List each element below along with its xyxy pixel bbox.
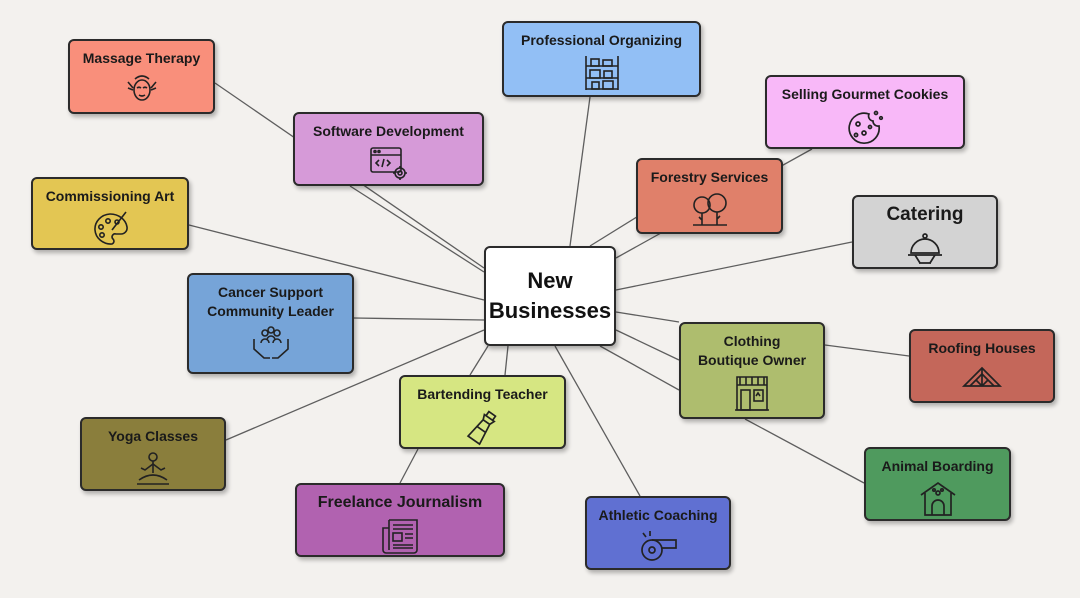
node-bartending-teacher[interactable]: Bartending Teacher [399, 375, 566, 449]
node-commissioning-art-label: Commissioning Art [45, 188, 175, 204]
connector-roofing [824, 344, 910, 357]
node-massage-therapy-label: Massage Therapy [82, 50, 201, 66]
node-yoga-classes-label: Yoga Classes [107, 428, 198, 444]
connector-bartending [469, 345, 489, 376]
node-software-development-label: Software Development [313, 123, 464, 139]
connectors [188, 82, 910, 497]
connector-extra [599, 345, 680, 391]
connector-software [349, 185, 485, 273]
connector-animal [744, 418, 865, 484]
center-node-label: New Businesses [488, 268, 612, 323]
node-roofing-houses[interactable]: Roofing Houses [909, 329, 1055, 403]
meditation-icon [137, 452, 169, 485]
connector-catering [615, 241, 853, 291]
node-roofing-houses-label: Roofing Houses [928, 340, 1036, 356]
node-selling-gourmet-cookies-label: Selling Gourmet Cookies [781, 86, 949, 102]
trees-icon [692, 193, 727, 226]
node-commissioning-art[interactable]: Commissioning Art [31, 177, 189, 250]
whistle-icon [641, 531, 677, 561]
node-clothing-boutique-owner-label: Clothing Boutique Owner [697, 333, 807, 368]
storefront-icon [735, 376, 769, 411]
connector-forestry [589, 214, 641, 247]
code-window-icon [369, 147, 407, 180]
node-forestry-services[interactable]: Forestry Services [636, 158, 783, 234]
shelving-icon [584, 56, 619, 90]
node-athletic-coaching-label: Athletic Coaching [598, 507, 718, 523]
node-catering-label: Catering [886, 204, 964, 225]
node-catering[interactable]: Catering [852, 195, 998, 269]
node-bartending-teacher-label: Bartending Teacher [417, 386, 548, 402]
node-freelance-journalism[interactable]: Freelance Journalism [295, 483, 505, 557]
shaker-icon [466, 410, 497, 446]
connector-cancer [353, 317, 485, 321]
connector-journalism [399, 448, 419, 484]
face-massage-icon [126, 75, 157, 101]
connector-yoga [225, 329, 485, 441]
connector-extra [615, 311, 680, 323]
node-yoga-classes[interactable]: Yoga Classes [80, 417, 226, 491]
node-massage-therapy[interactable]: Massage Therapy [68, 39, 215, 114]
node-professional-organizing[interactable]: Professional Organizing [502, 21, 701, 97]
community-hands-icon [252, 326, 289, 359]
node-freelance-journalism-label: Freelance Journalism [317, 494, 483, 511]
node-animal-boarding[interactable]: Animal Boarding [864, 447, 1011, 521]
node-animal-boarding-label: Animal Boarding [881, 458, 994, 474]
connector-organizing [569, 96, 591, 247]
cookie-icon [848, 110, 884, 145]
node-selling-gourmet-cookies[interactable]: Selling Gourmet Cookies [765, 75, 965, 149]
connector-clothing [615, 329, 680, 361]
connector-extra [504, 345, 509, 376]
node-cancer-support-community-leader[interactable]: Cancer Support Community Leader [187, 273, 354, 374]
node-professional-organizing-label: Professional Organizing [520, 32, 683, 48]
cloche-icon [908, 233, 942, 264]
node-forestry-services-label: Forestry Services [650, 169, 769, 185]
connector-athletic [554, 345, 641, 497]
center-node[interactable]: New Businesses [484, 246, 616, 346]
palette-icon [94, 211, 128, 245]
doghouse-icon [920, 481, 955, 516]
connector-art [188, 224, 485, 301]
newspaper-icon [382, 519, 418, 554]
roof-icon [961, 366, 1003, 387]
node-software-development[interactable]: Software Development [293, 112, 484, 186]
node-athletic-coaching[interactable]: Athletic Coaching [585, 496, 731, 570]
node-clothing-boutique-owner[interactable]: Clothing Boutique Owner [679, 322, 825, 419]
node-cancer-support-community-leader-label: Cancer Support Community Leader [207, 284, 334, 319]
